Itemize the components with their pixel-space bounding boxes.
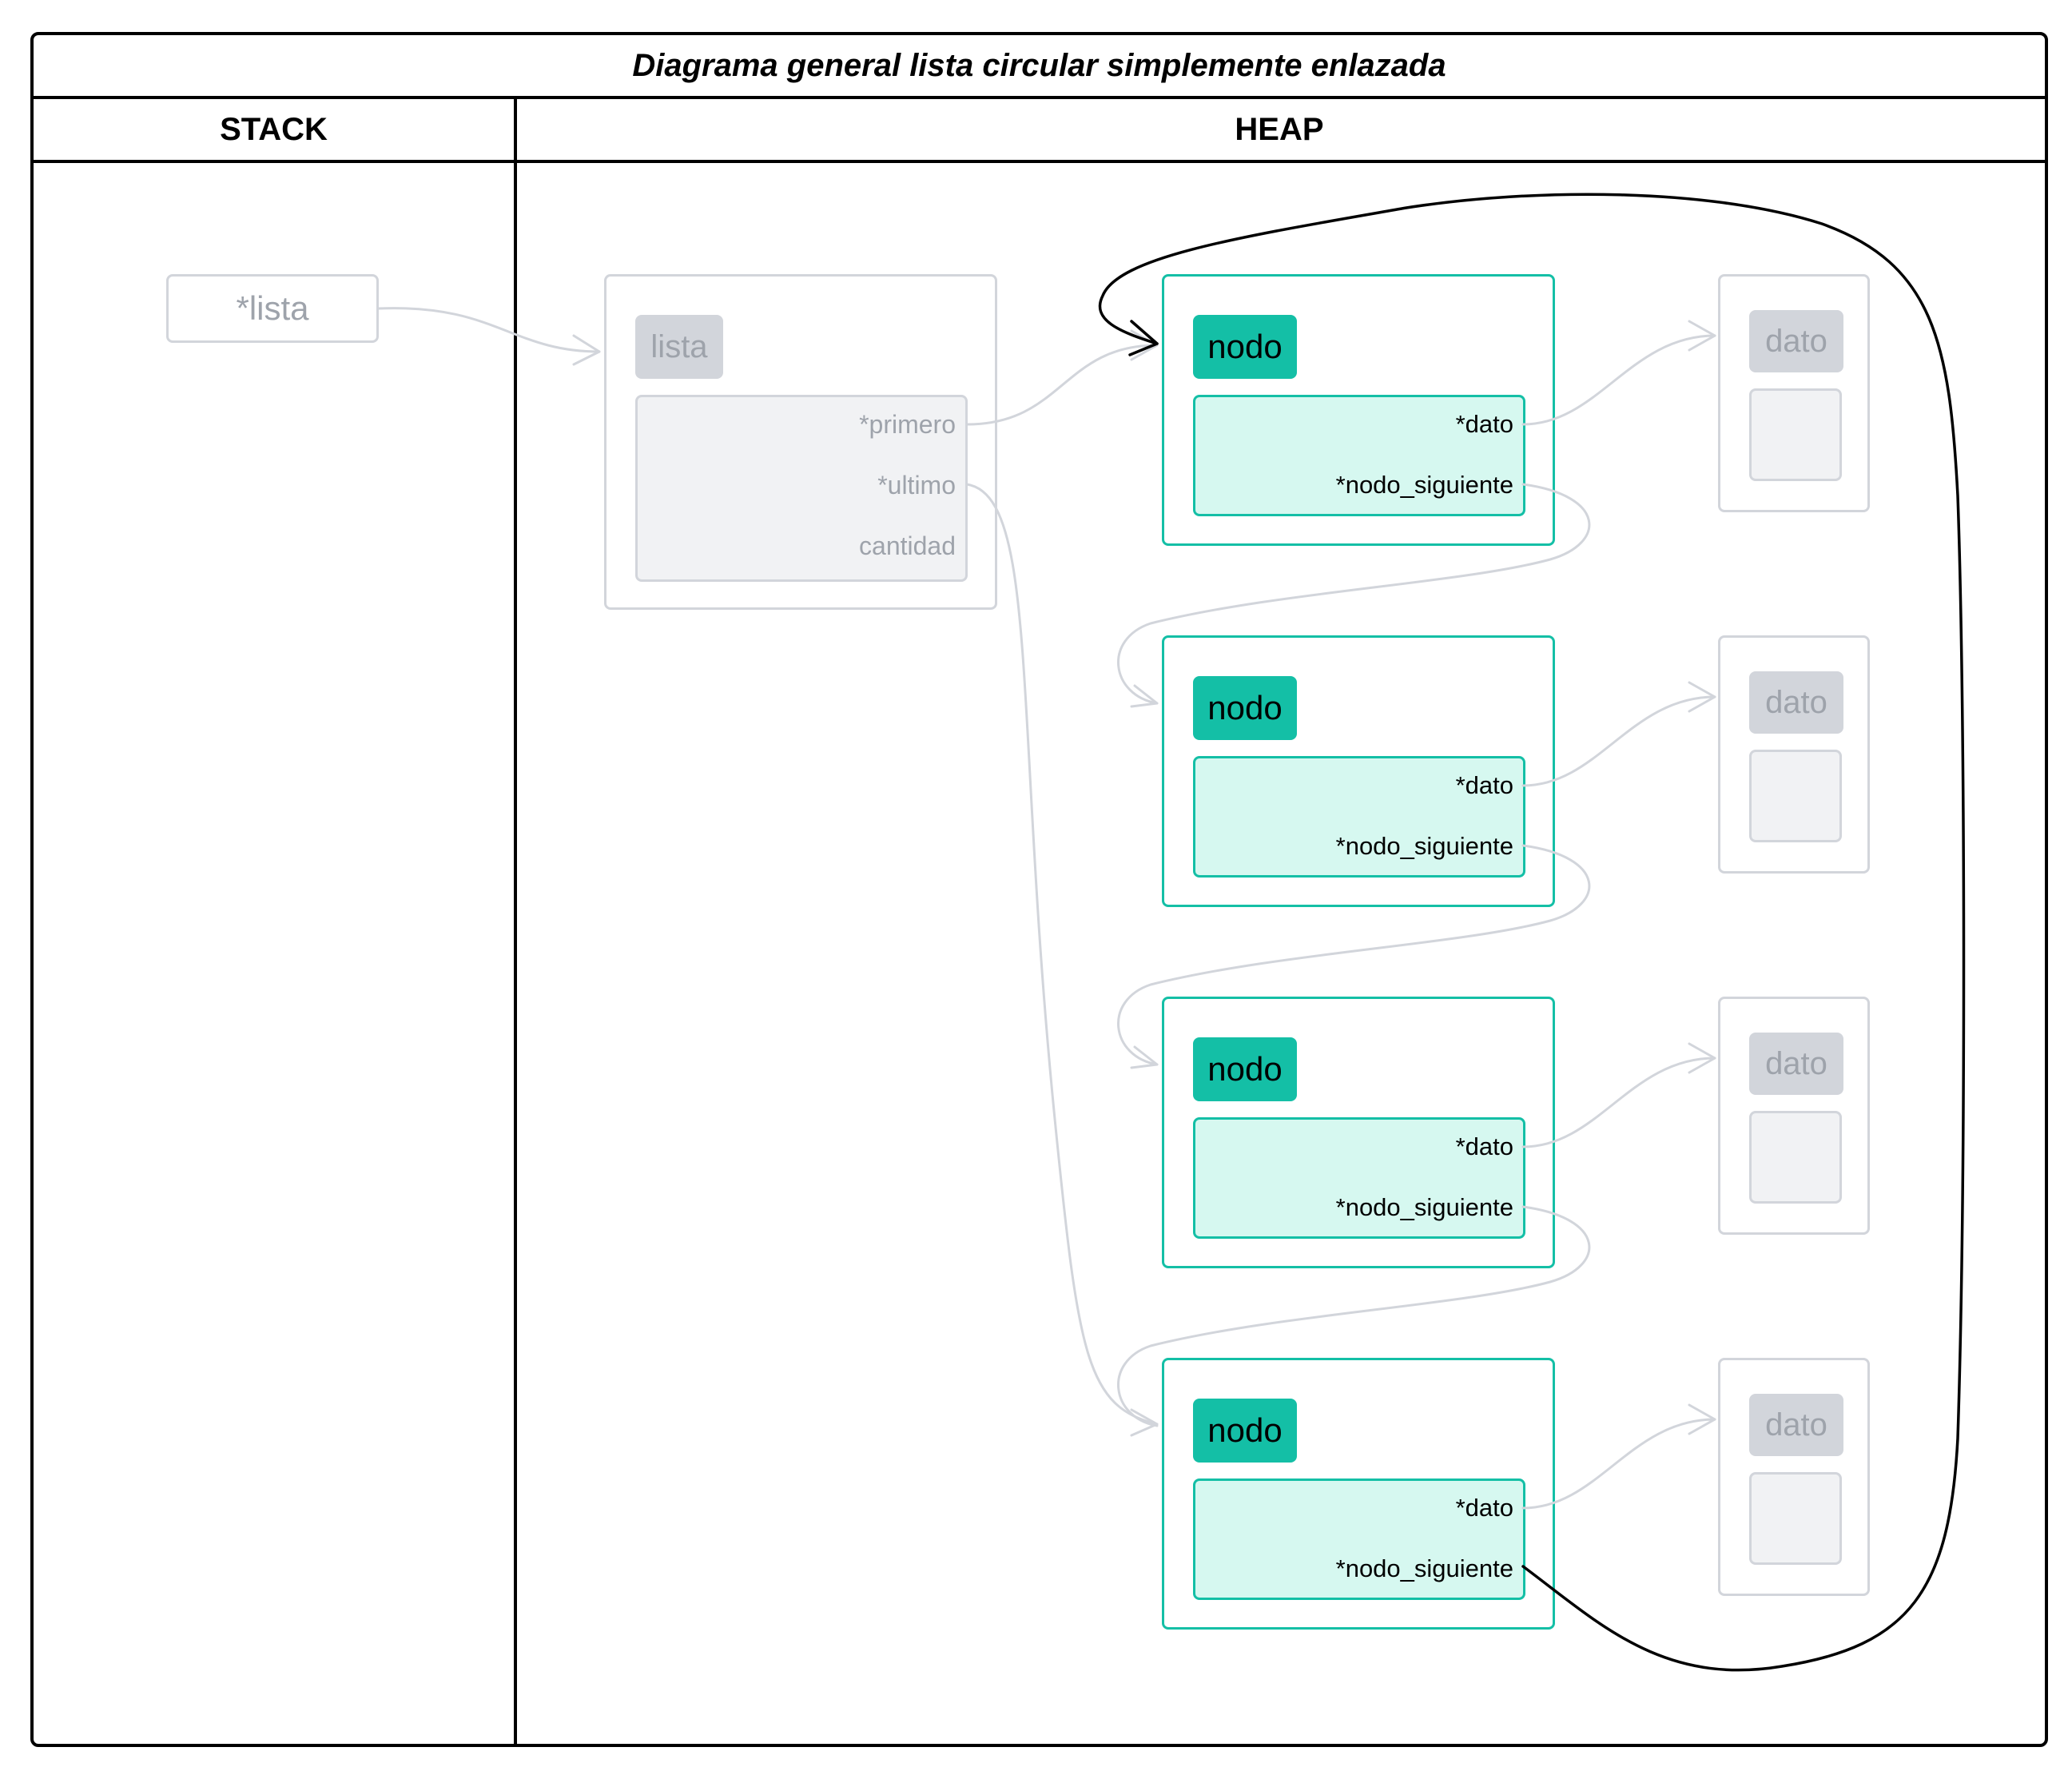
nodo-1-tag: nodo [1193, 315, 1297, 379]
lista-tag: lista [635, 315, 723, 379]
nodo-4-field-dato: *dato [1455, 1494, 1513, 1522]
nodo-2-fields-panel: *dato *nodo_siguiente [1193, 756, 1525, 878]
dato-2: dato [1718, 635, 1870, 874]
dato-3-tag: dato [1749, 1033, 1843, 1095]
nodo-4-field-siguiente: *nodo_siguiente [1335, 1554, 1513, 1582]
nodo-1-field-siguiente: *nodo_siguiente [1335, 471, 1513, 499]
nodo-1-fields-panel: *dato *nodo_siguiente [1193, 395, 1525, 516]
title-row: Diagrama general lista circular simpleme… [34, 35, 2045, 99]
dato-4: dato [1718, 1358, 1870, 1596]
lista-struct: lista *primero *ultimo cantidad [604, 274, 997, 610]
dato-1-tag: dato [1749, 310, 1843, 372]
nodo-3-field-dato: *dato [1455, 1132, 1513, 1160]
nodo-1-field-dato: *dato [1455, 410, 1513, 438]
nodo-4: nodo *dato *nodo_siguiente [1162, 1358, 1555, 1630]
nodo-2: nodo *dato *nodo_siguiente [1162, 635, 1555, 907]
nodo-4-fields-panel: *dato *nodo_siguiente [1193, 1478, 1525, 1600]
diagram-frame: Diagrama general lista circular simpleme… [30, 32, 2048, 1747]
dato-4-value [1749, 1472, 1842, 1565]
nodo-4-tag: nodo [1193, 1399, 1297, 1463]
lista-field-ultimo: *ultimo [877, 471, 956, 499]
lista-field-cantidad: cantidad [859, 531, 956, 560]
dato-1-value [1749, 388, 1842, 481]
header-row: STACK HEAP [34, 99, 2045, 163]
stack-column-header: STACK [220, 111, 328, 147]
diagram-title: Diagrama general lista circular simpleme… [632, 47, 1446, 83]
dato-4-tag: dato [1749, 1394, 1843, 1456]
dato-2-tag: dato [1749, 671, 1843, 734]
column-divider [514, 99, 517, 1744]
nodo-2-field-dato: *dato [1455, 771, 1513, 799]
nodo-3-field-siguiente: *nodo_siguiente [1335, 1193, 1513, 1221]
nodo-3-fields-panel: *dato *nodo_siguiente [1193, 1117, 1525, 1239]
nodo-3: nodo *dato *nodo_siguiente [1162, 997, 1555, 1268]
heap-column-header: HEAP [1235, 111, 1324, 147]
nodo-3-tag: nodo [1193, 1037, 1297, 1101]
dato-3: dato [1718, 997, 1870, 1235]
lista-fields-panel: *primero *ultimo cantidad [635, 395, 968, 582]
stack-pointer-lista: *lista [166, 274, 379, 343]
dato-3-value [1749, 1111, 1842, 1204]
dato-2-value [1749, 750, 1842, 842]
nodo-2-tag: nodo [1193, 676, 1297, 740]
stack-pointer-label: *lista [236, 289, 309, 327]
nodo-2-field-siguiente: *nodo_siguiente [1335, 832, 1513, 860]
dato-1: dato [1718, 274, 1870, 512]
lista-field-primero: *primero [859, 410, 956, 439]
nodo-1: nodo *dato *nodo_siguiente [1162, 274, 1555, 546]
